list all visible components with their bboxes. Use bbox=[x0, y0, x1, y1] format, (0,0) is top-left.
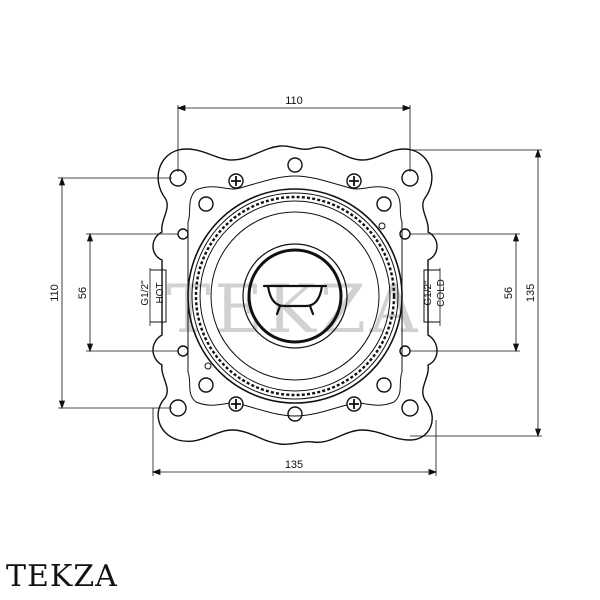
hole-top-left bbox=[169, 169, 187, 187]
hole-bottom-right bbox=[401, 399, 419, 417]
dimension-top-width: 110 bbox=[285, 95, 303, 107]
hole-top-right bbox=[401, 169, 419, 187]
watermark-text: TEKZA bbox=[166, 271, 421, 348]
dimension-left-inner-height: 56 bbox=[77, 287, 89, 299]
screw-icon bbox=[346, 396, 362, 412]
bathtub-icon bbox=[262, 284, 328, 316]
cold-port-label: COLD bbox=[436, 279, 447, 307]
dimension-bottom-width: 135 bbox=[285, 459, 303, 471]
brand-logo-text: TEKZA bbox=[6, 559, 118, 594]
dimension-right-inner-height: 56 bbox=[503, 287, 515, 299]
mounting-plate bbox=[152, 145, 438, 446]
central-housing bbox=[187, 188, 403, 404]
screw-icon bbox=[228, 173, 244, 189]
cold-port-size: G1/2" bbox=[423, 280, 434, 306]
hot-port-label: HOT bbox=[155, 282, 166, 303]
dimension-left-height: 110 bbox=[49, 284, 61, 302]
screw-icon bbox=[228, 396, 244, 412]
screw-icon bbox=[346, 173, 362, 189]
dimension-lines bbox=[58, 104, 542, 476]
hot-port-size: G1/2" bbox=[140, 280, 151, 306]
dimension-right-height: 135 bbox=[525, 284, 537, 302]
screws bbox=[204, 173, 386, 412]
hole-bottom-left bbox=[169, 399, 187, 417]
port-outlines bbox=[150, 269, 440, 323]
